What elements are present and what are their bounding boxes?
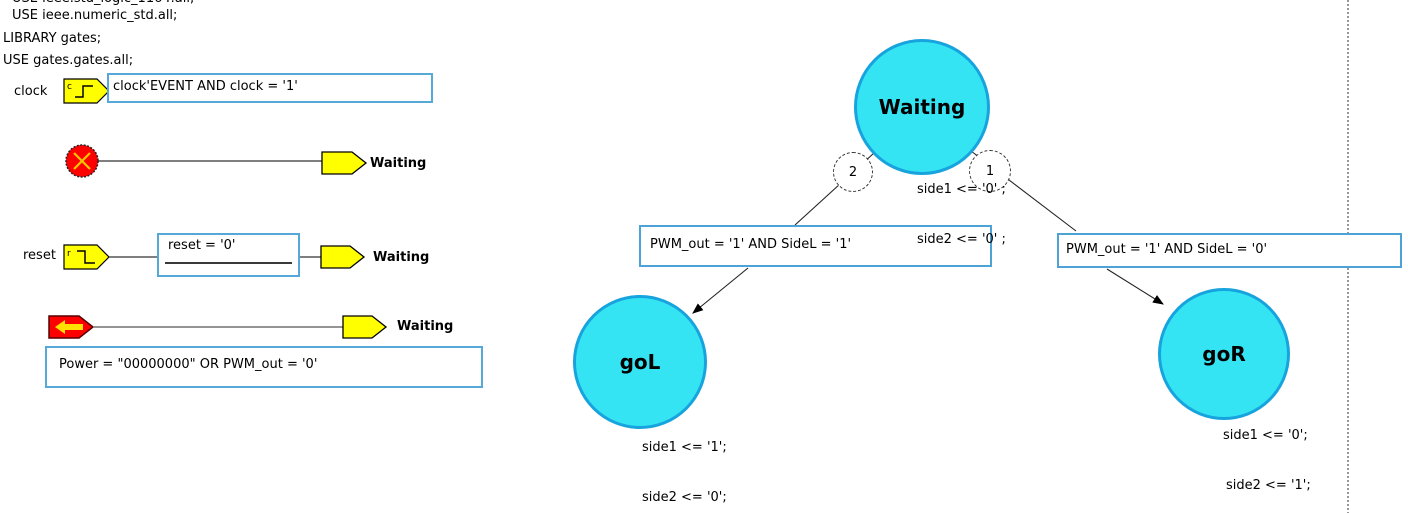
power-condition-box[interactable]: Power = "00000000" OR PWM_out = '0': [45, 346, 483, 388]
action-line: side2 <= '0';: [642, 490, 727, 505]
transition-condition-box-goL[interactable]: PWM_out = '1' AND SideL = '1': [639, 225, 992, 267]
action-line: side2 <= '0' ;: [917, 232, 1006, 247]
state-goR-actions[interactable]: side1 <= '0'; side2 <= '1';: [1223, 396, 1311, 513]
falling-edge-icon: [77, 250, 95, 264]
transition-line-waiting-goL[interactable]: [692, 267, 749, 314]
priority-number: 2: [848, 164, 858, 180]
state-waiting-actions[interactable]: side1 <= '0' ; side2 <= '0' ;: [917, 150, 1006, 280]
clock-signal-label[interactable]: clock: [14, 84, 48, 99]
reset-signal-label[interactable]: reset: [23, 248, 56, 263]
rising-edge-icon: [75, 85, 93, 98]
state-goL-label: goL: [619, 350, 661, 374]
transition-condition-text: PWM_out = '1' AND SideL = '1': [650, 237, 852, 252]
power-bolt-icon: [55, 320, 83, 334]
state-waiting-label: Waiting: [878, 95, 966, 119]
action-line: side2 <= '1';: [1226, 478, 1311, 493]
reset-condition-text: reset = '0': [168, 238, 236, 253]
state-target-arrow-icon[interactable]: [321, 151, 368, 175]
state-goR[interactable]: goR: [1158, 288, 1290, 420]
transition-condition-box-goR[interactable]: PWM_out = '1' AND SideL = '0': [1057, 233, 1402, 268]
state-goL-actions[interactable]: side1 <= '1'; side2 <= '0';: [642, 408, 727, 513]
state-goR-label: goR: [1202, 342, 1246, 366]
transition-priority-badge-1[interactable]: 1: [969, 150, 1011, 192]
clock-edge-tag-icon[interactable]: c: [63, 78, 110, 104]
code-line: USE ieee.std_logic_1164.all;: [12, 0, 194, 6]
action-line: side1 <= '0' ;: [917, 182, 1006, 197]
clock-tag-letter: c: [67, 82, 72, 92]
entry-target-label[interactable]: Waiting: [370, 156, 427, 171]
clock-condition-text: clock'EVENT AND clock = '1': [113, 79, 298, 94]
reset-target-label[interactable]: Waiting: [373, 250, 430, 265]
transition-line-waiting-goR[interactable]: [1106, 268, 1164, 305]
power-condition-text: Power = "00000000" OR PWM_out = '0': [59, 357, 318, 372]
action-line: side1 <= '1';: [642, 440, 727, 455]
reset-condition-box[interactable]: reset = '0': [157, 233, 300, 277]
state-target-arrow-icon[interactable]: [342, 315, 388, 339]
reset-tag-letter: r: [67, 249, 71, 259]
code-line: LIBRARY gates;: [3, 31, 102, 46]
reset-edge-tag-icon[interactable]: r: [63, 244, 110, 270]
power-target-label[interactable]: Waiting: [397, 319, 454, 334]
state-target-arrow-icon[interactable]: [320, 245, 366, 269]
state-goL[interactable]: goL: [573, 295, 707, 429]
power-tag-icon[interactable]: [48, 315, 95, 339]
entry-x-icon: [73, 152, 91, 170]
transition-condition-text: PWM_out = '1' AND SideL = '0': [1066, 242, 1268, 257]
code-line: USE ieee.numeric_std.all;: [12, 8, 178, 23]
action-line: side1 <= '0';: [1223, 428, 1308, 443]
state-waiting[interactable]: Waiting: [854, 39, 990, 175]
priority-number: 1: [985, 163, 995, 179]
transition-priority-badge-2[interactable]: 2: [833, 152, 873, 192]
condition-action-separator: [165, 262, 292, 264]
clock-condition-box[interactable]: clock'EVENT AND clock = '1': [107, 73, 433, 103]
code-line: USE gates.gates.all;: [3, 53, 134, 68]
